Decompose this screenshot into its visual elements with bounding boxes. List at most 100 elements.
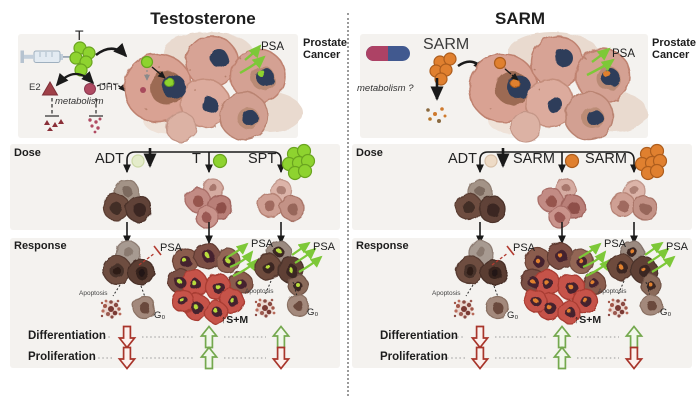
proliferation-label-left: Proliferation bbox=[28, 351, 96, 363]
response-cells-adt-left bbox=[102, 240, 155, 286]
g0-cell-left1 bbox=[132, 295, 156, 319]
e2-label: E2 bbox=[29, 82, 41, 93]
psa-response2-left: PSA bbox=[251, 238, 274, 250]
psa-arrows-response-sarm-high-right bbox=[644, 241, 676, 273]
dose-cells-sarm-high-right bbox=[610, 179, 658, 221]
sarm-degradation-products bbox=[426, 107, 447, 123]
apoptotic-cell-right2 bbox=[607, 298, 629, 318]
sarm-dose-molecule bbox=[564, 153, 580, 169]
dose-spt-label-left: SPT bbox=[248, 151, 277, 167]
dht-degradation-products bbox=[88, 117, 102, 134]
response-section-label-right: Response bbox=[356, 240, 409, 252]
proliferation-label-right: Proliferation bbox=[380, 351, 448, 363]
e2-triangle bbox=[41, 80, 59, 96]
dht-label: DHT bbox=[99, 82, 119, 93]
response-cells-adt-right bbox=[455, 240, 508, 286]
response-cells-t-left bbox=[167, 242, 253, 324]
dose-adt-label-left: ADT bbox=[95, 151, 124, 167]
to-g0-dash-left1 bbox=[140, 285, 146, 298]
g0-cell-right1 bbox=[485, 295, 509, 319]
apoptotic-cell-left1 bbox=[100, 299, 122, 319]
dose-bracket-right bbox=[476, 151, 638, 174]
dht-molecule-in-cell bbox=[140, 87, 146, 93]
sarm-high-dose-molecules bbox=[634, 143, 668, 181]
psa-inhibit-bar-right bbox=[506, 245, 515, 256]
spt-dose-molecules bbox=[281, 143, 316, 181]
sm-phase-label-right: ↑S+M bbox=[574, 314, 602, 326]
dose-cells-sarm-right bbox=[538, 178, 586, 229]
psa-response3-right: PSA bbox=[666, 241, 689, 253]
apoptosis-label-left1: Apoptosis bbox=[79, 290, 108, 297]
sarm-molecule-entering-cell bbox=[493, 56, 507, 70]
psa-label-top-left: PSA bbox=[261, 41, 285, 53]
g0-label-left2: G₀ bbox=[307, 307, 319, 318]
dose-section-label-left: Dose bbox=[14, 147, 41, 159]
dht-molecule bbox=[84, 83, 96, 95]
dose-section-label-right: Dose bbox=[356, 147, 383, 159]
metabolism-label-left: metabolism bbox=[55, 96, 104, 107]
t-into-nucleus-arrow bbox=[151, 66, 166, 79]
psa-label-top-right: PSA bbox=[612, 48, 636, 60]
sarm-molecule-label: SARM bbox=[423, 36, 470, 53]
response-cells-sarm-right bbox=[520, 242, 606, 324]
to-g0-dash-right1 bbox=[493, 285, 499, 298]
sm-phase-label-left: ↑S+M bbox=[221, 314, 249, 326]
psa-response1-right: PSA bbox=[513, 242, 536, 254]
apoptosis-label-left2: Apoptosis bbox=[245, 288, 274, 295]
to-g0-dash-left2 bbox=[292, 281, 298, 297]
to-apoptosis-dash-left2 bbox=[264, 280, 272, 296]
to-g0-dash-right2 bbox=[645, 281, 651, 297]
dose-to-response-arrows bbox=[123, 222, 638, 245]
prostate-cancer-label-right: Prostate Cancer bbox=[652, 37, 697, 62]
dotted-leader-lines bbox=[90, 336, 619, 359]
t-dose-molecule bbox=[212, 153, 228, 169]
response-section-label-left: Response bbox=[14, 240, 67, 252]
panel-right-title: SARM bbox=[494, 9, 546, 28]
psa-response1-left: PSA bbox=[160, 242, 183, 254]
e2-degradation-products bbox=[44, 119, 64, 131]
g0-cell-left2 bbox=[286, 293, 310, 317]
response-cells-sarm-high-right bbox=[607, 240, 662, 296]
apoptosis-label-right2: Apoptosis bbox=[598, 288, 627, 295]
g0-cell-right2 bbox=[639, 293, 663, 317]
e2-dht-interconversion-arrow bbox=[55, 71, 95, 87]
dose-cells-adt-right bbox=[455, 179, 506, 223]
psa-inhibited-line-left bbox=[138, 252, 156, 266]
prostate-cancer-cells-right bbox=[468, 32, 647, 143]
dose-bracket-left bbox=[123, 151, 285, 174]
psa-secretion-arrows-left bbox=[239, 44, 266, 75]
adt-low-molecule-right bbox=[484, 154, 498, 168]
testosterone-molecules bbox=[69, 41, 96, 77]
capsule-icon bbox=[366, 46, 410, 61]
sarm-molecules bbox=[429, 52, 457, 86]
apoptotic-cell-right1 bbox=[453, 299, 475, 319]
psa-arrows-response-spt-left bbox=[291, 241, 323, 273]
to-apoptosis-dash-left1 bbox=[112, 284, 121, 297]
psa-response2-right: PSA bbox=[604, 238, 627, 250]
g0-label-right2: G₀ bbox=[660, 307, 672, 318]
dose-sarm-high-label-right: SARM bbox=[585, 151, 627, 167]
to-apoptosis-dash-right2 bbox=[617, 280, 625, 296]
g0-label-left1: G₀ bbox=[154, 310, 166, 321]
psa-secretion-arrows-right bbox=[586, 47, 615, 77]
prostate-cancer-label-left: Prostate Cancer bbox=[303, 37, 348, 62]
psa-response3-left: PSA bbox=[313, 241, 336, 253]
to-apoptosis-dash-right1 bbox=[465, 284, 474, 297]
response-cells-spt-left bbox=[254, 240, 309, 296]
syringe-icon bbox=[20, 50, 74, 63]
dose-sarm-label-right: SARM bbox=[513, 151, 555, 167]
metabolism-inhibition-left bbox=[45, 98, 103, 117]
apoptosis-label-right1: Apoptosis bbox=[432, 290, 461, 297]
t-to-cells-arrow bbox=[95, 42, 128, 58]
differentiation-label-right: Differentiation bbox=[380, 330, 458, 342]
dht-to-cells-dashed-arrow bbox=[96, 82, 126, 92]
dose-cells-t-left bbox=[185, 178, 233, 229]
g0-label-right1: G₀ bbox=[507, 310, 519, 321]
psa-inhibited-line-right bbox=[491, 252, 509, 266]
psa-inhibit-bar-left bbox=[153, 245, 162, 256]
prostate-cancer-cells-left bbox=[123, 32, 302, 143]
dose-t-label-left: T bbox=[192, 151, 201, 167]
dose-adt-label-right: ADT bbox=[448, 151, 477, 167]
